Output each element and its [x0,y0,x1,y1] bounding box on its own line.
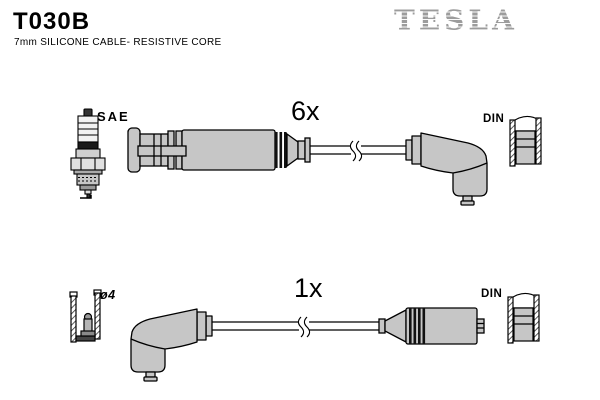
cable-break-icon [349,140,363,162]
bottom-cable-line [212,316,380,338]
socket-cross-section-icon [69,289,102,343]
top-din-terminal-cross-section-icon [509,115,542,167]
cable-break-icon [297,316,311,338]
product-code: T030B [13,8,91,35]
bottom-din-terminal-cross-section-icon [507,292,540,344]
bottom-right-end-label-din: DIN [481,288,503,300]
bottom-angled-boot-icon [130,308,213,382]
bottom-quantity-label: 1x [294,273,323,303]
product-subtitle: 7mm SILICONE CABLE- RESISTIVE CORE [14,37,222,48]
top-quantity-label: 6x [291,96,320,126]
top-right-end-label-din: DIN [483,113,505,125]
top-straight-boot-icon [127,127,311,173]
spark-plug-icon [70,108,106,199]
top-left-end-label-sae: SAE [97,109,130,124]
bottom-straight-boot-icon [378,307,485,345]
bottom-left-end-label-diameter: ø4 [100,288,116,302]
top-angled-boot-icon [405,132,488,206]
top-cable-line [310,140,406,162]
